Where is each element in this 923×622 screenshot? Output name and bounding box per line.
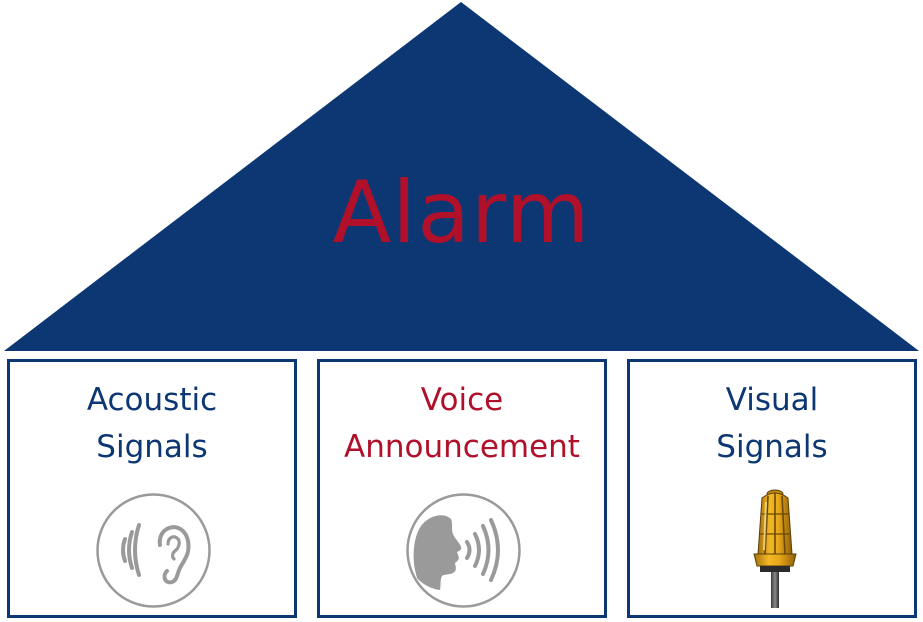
pillar-voice-announcement: Voice Announcement xyxy=(317,359,607,618)
beacon-light-icon xyxy=(753,489,797,608)
pillar-title: Visual Signals xyxy=(630,377,914,471)
alarm-roof xyxy=(4,2,919,351)
pillar-title-line2: Announcement xyxy=(344,429,580,465)
pillar-title-line2: Signals xyxy=(716,429,828,465)
pillar-title-line1: Voice xyxy=(420,382,504,418)
roof-title: Alarm xyxy=(332,163,591,263)
speaking-head-icon xyxy=(406,493,521,608)
pillar-title-line1: Visual xyxy=(725,382,819,418)
pillar-acoustic-signals: Acoustic Signals xyxy=(7,359,297,618)
pillar-title-line1: Acoustic xyxy=(86,382,218,418)
ear-with-sound-waves-icon xyxy=(96,493,211,608)
pillar-title: Acoustic Signals xyxy=(10,377,294,471)
pillar-visual-signals: Visual Signals xyxy=(627,359,917,618)
pillar-title-line2: Signals xyxy=(96,429,208,465)
pillar-title: Voice Announcement xyxy=(320,377,604,471)
